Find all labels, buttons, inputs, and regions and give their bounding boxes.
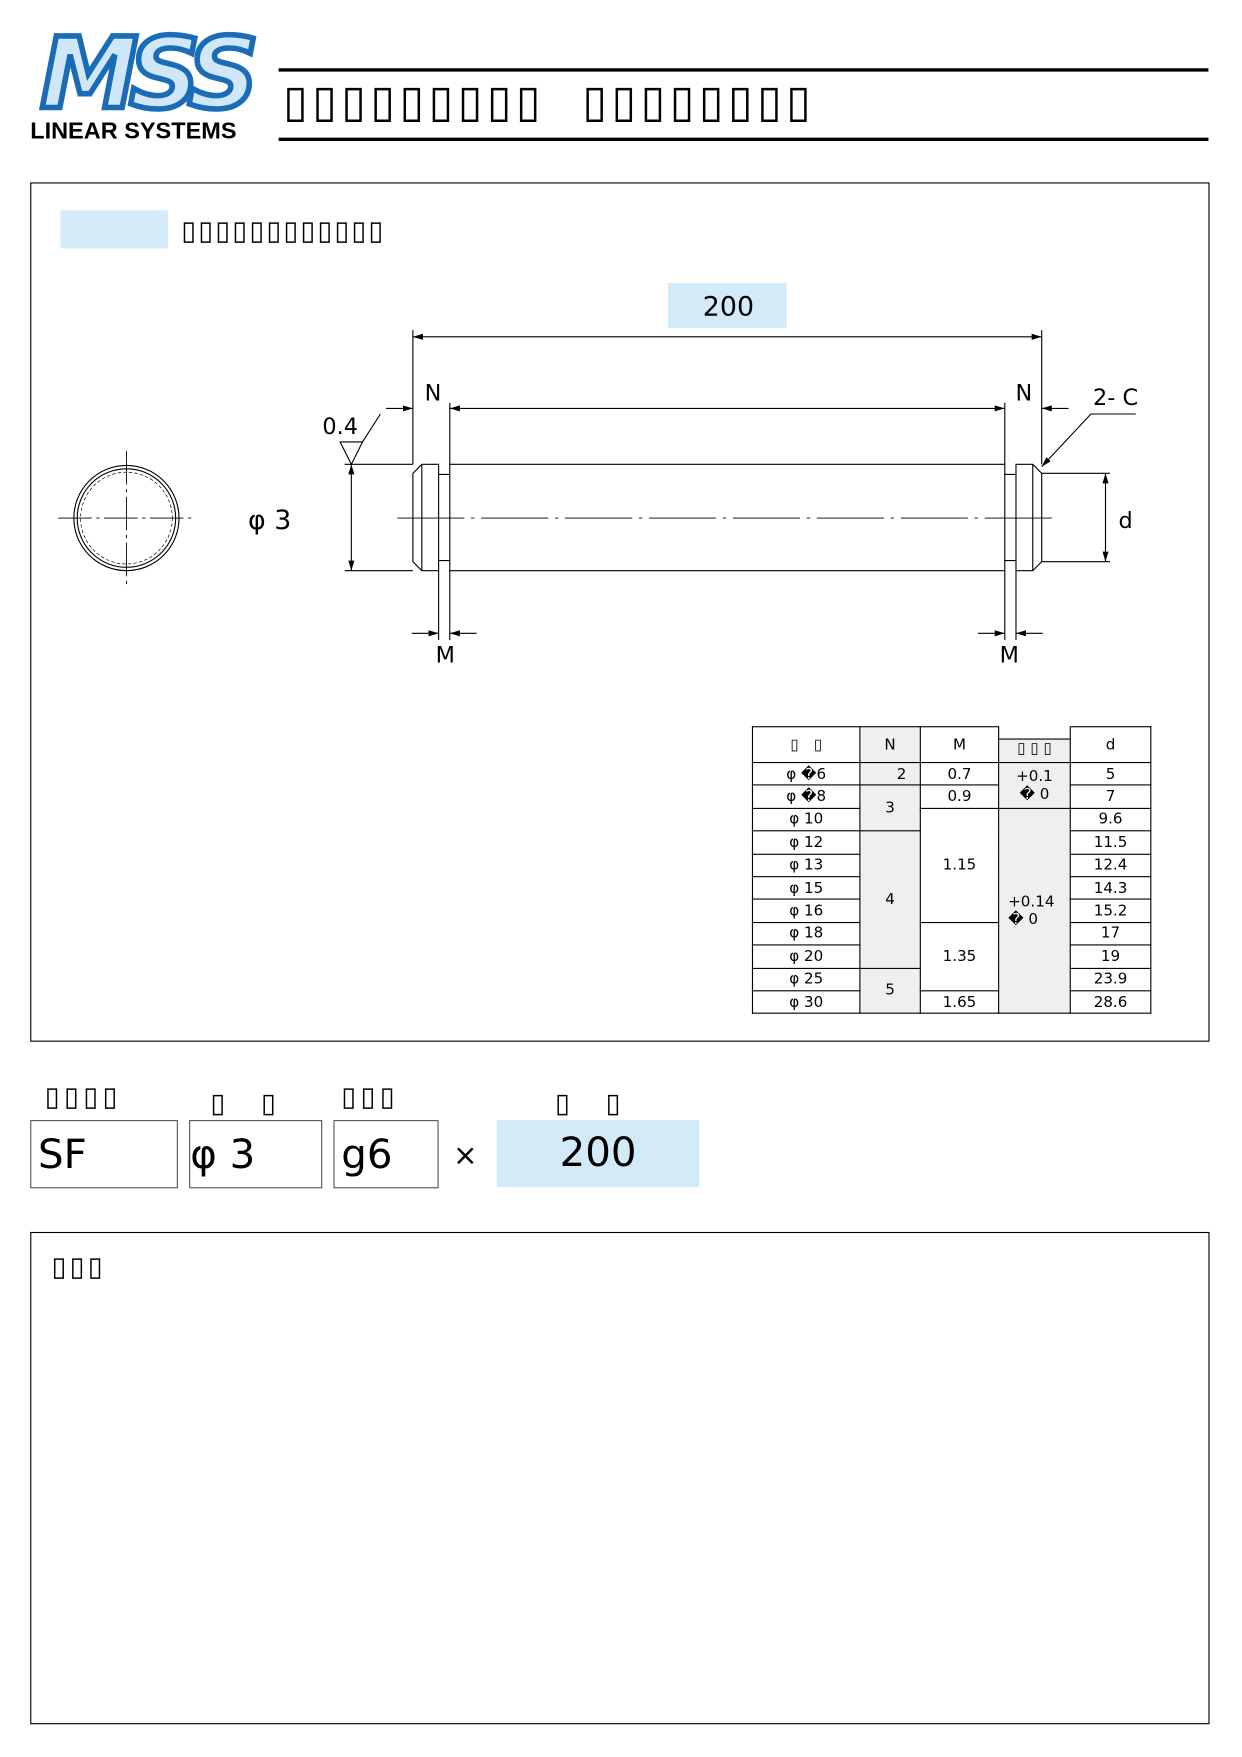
size-cell: φ 30: [751, 990, 861, 1015]
surface-roughness: 0.4: [322, 414, 358, 440]
n-cell: 5: [859, 967, 921, 1015]
header-d: d: [1069, 726, 1152, 764]
m-cell: 1.65: [919, 990, 1000, 1015]
logo-company: LINEAR SYSTEMS: [30, 118, 237, 145]
end-view: [58, 450, 196, 586]
chamfer-label: 2- C: [1093, 385, 1138, 411]
times-sign: ×: [453, 1139, 478, 1173]
size-cell: φ 15: [751, 876, 861, 901]
d-cell: 15.2: [1069, 898, 1152, 923]
logo-mark: MSS: [40, 25, 253, 121]
size-cell: φ 16: [751, 898, 861, 923]
header-n: N: [859, 726, 921, 764]
n-cell: 3: [859, 784, 921, 832]
table-row: φ 30 1.65 28.6: [751, 990, 1152, 1015]
diameter-field[interactable]: φ 3: [189, 1120, 323, 1189]
size-cell: φ �8: [751, 784, 861, 809]
section-tag: [60, 210, 168, 249]
n-cell: 2: [859, 761, 921, 786]
header-m: M: [919, 726, 1000, 764]
title-rule-bottom: [278, 137, 1209, 141]
title-rule-top: [278, 68, 1209, 72]
size-cell: φ 18: [751, 921, 861, 946]
mss-logo: MSS: [37, 25, 257, 121]
table-row: φ 15 14.3: [751, 876, 1152, 901]
tolerance-label: ▯▯▯: [341, 1080, 400, 1113]
size-cell: φ 25: [751, 967, 861, 992]
d-cell: 9.6: [1069, 807, 1152, 832]
table-row: φ 18 1.35 17: [751, 921, 1152, 992]
d-cell: 28.6: [1069, 990, 1152, 1015]
table-row: φ 20 19: [751, 944, 1152, 969]
length-highlight: [667, 283, 787, 328]
length-label: ▯ ▯: [554, 1087, 625, 1119]
drawing-panel: [30, 182, 1210, 1042]
size-cell: φ �6: [751, 761, 861, 786]
n-right-label: N: [1015, 381, 1032, 407]
shaft-drawing: 200 N N 0.4 2- C φ 3 d M M: [58, 283, 1138, 668]
length-field[interactable]: 200: [496, 1120, 700, 1188]
size-cell: φ 12: [751, 830, 861, 855]
series-field[interactable]: SF: [30, 1120, 178, 1189]
tol-cell: +0.14� 0: [998, 807, 1071, 1015]
notes-panel[interactable]: [30, 1231, 1210, 1725]
m-cell: 0.7: [919, 761, 1000, 786]
notes-label: ▯▯▯: [51, 1250, 106, 1283]
d-cell: 7: [1069, 784, 1152, 809]
tol-cell: +0.1� 0: [998, 761, 1071, 809]
page-title: ▯▯▯▯▯▯▯▯▯ ▯▯▯▯▯▯▯▯: [283, 76, 816, 128]
d-cell: 23.9: [1069, 967, 1152, 992]
m-left-label: M: [436, 642, 455, 668]
d-cell: 14.3: [1069, 876, 1152, 901]
d-cell: 17: [1069, 921, 1152, 946]
d-cell: 19: [1069, 944, 1152, 969]
d-cell: 11.5: [1069, 830, 1152, 855]
length-value: 200: [703, 292, 754, 323]
size-cell: φ 13: [751, 853, 861, 878]
n-cell: 4: [859, 830, 921, 969]
header-tolerance: ▯ ▯ ▯: [999, 738, 1070, 762]
table-row: φ 13 12.4: [751, 853, 1152, 878]
section-subtitle: ▯▯▯▯▯▯▯▯▯▯▯▯: [181, 214, 386, 247]
m-cell: 0.9: [919, 784, 1000, 809]
shaft-outline: [397, 463, 1058, 572]
m-cell: 1.15: [919, 807, 1000, 923]
d-label: d: [1119, 508, 1133, 534]
size-cell: φ 10: [751, 807, 861, 832]
tolerance-field[interactable]: g6: [333, 1120, 439, 1189]
table-row: φ 16 15.2: [751, 898, 1152, 923]
series-label: ▯▯▯▯: [44, 1080, 122, 1113]
m-right-label: M: [1000, 642, 1019, 668]
size-cell: φ 20: [751, 944, 861, 969]
d-cell: 5: [1069, 761, 1152, 786]
n-left-label: N: [425, 381, 442, 407]
m-cell: 1.35: [919, 921, 1000, 992]
diameter-label-order: ▯ ▯: [210, 1087, 281, 1119]
d-cell: 12.4: [1069, 853, 1152, 878]
diameter-label: φ 3: [248, 505, 291, 536]
header-size: ▯ ▯: [751, 726, 861, 764]
